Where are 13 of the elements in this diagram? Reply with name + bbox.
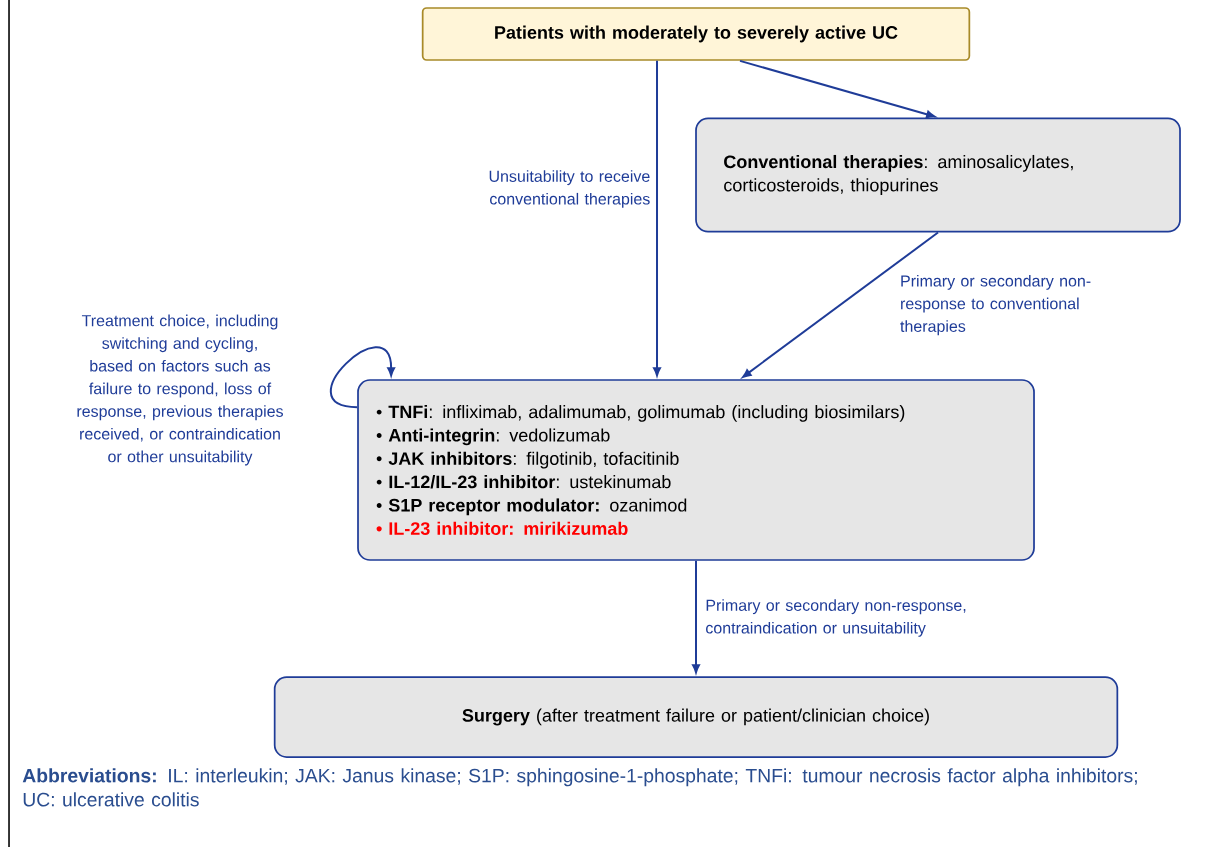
process-box: Conventional therapies: aminosalicylates, corticosteroids, thiopurines	[695, 117, 1181, 233]
arrow	[739, 59, 936, 119]
arrow	[742, 231, 939, 378]
arrow	[653, 59, 661, 377]
process-box: • TNFi: infliximab, adalimumab, golimumab (including biosimilars) • Anti-integrin: vedolizumab • JAK inhibitors: filgotinib, tofacitinib • IL-12/IL-23 inhibitor: ustekinumab • S1P receptor modulator: ozanimod • IL-23 inhibitor: mirikizumab	[357, 379, 1035, 561]
start-box: Patients with moderately to severely active UC	[421, 7, 971, 61]
edge-label: Treatment choice, including switching and cycling, based on factors such as failure to respond, loss of response, previous therapies received, or contraindication or other unsuitability	[77, 314, 283, 466]
edge-label: Primary or secondary non-response to conventional therapies	[900, 274, 1091, 336]
arrow	[329, 346, 396, 409]
process-box: Surgery (after treatment failure or patient/clinician choice)	[273, 676, 1119, 758]
edge-label: Primary or secondary non-response, contraindication or unsuitability	[706, 599, 966, 637]
edge-label: Unsuitability to receive conventional therapies	[489, 170, 650, 208]
arrow	[692, 559, 700, 674]
